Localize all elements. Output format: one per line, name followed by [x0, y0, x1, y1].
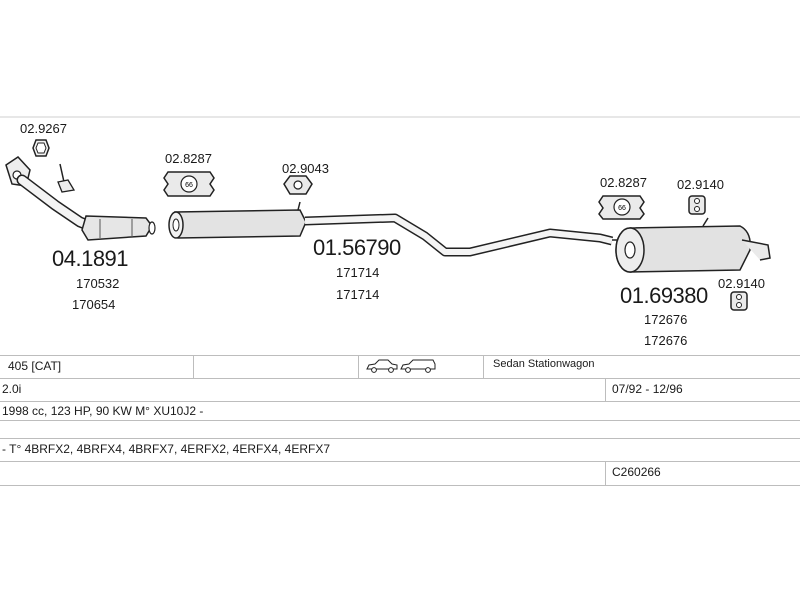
middle-ref-1: 171714	[336, 265, 380, 280]
gasket-icon	[32, 139, 50, 157]
rubber-mount-icon	[688, 195, 706, 215]
system-code-cell: C260266	[612, 465, 661, 479]
table-divider	[0, 461, 800, 462]
svg-text:66: 66	[618, 205, 626, 212]
catalyst-part	[16, 174, 156, 241]
table-divider	[605, 461, 606, 485]
table-divider	[193, 355, 194, 378]
bolt-icon	[57, 163, 76, 193]
part-number-mount-1: 02.9043	[282, 161, 329, 176]
middle-muffler-part	[168, 201, 614, 257]
table-divider	[0, 401, 800, 402]
part-number-mount-2: 02.9140	[677, 177, 724, 192]
table-divider	[0, 378, 800, 379]
part-number-rear: 01.69380	[620, 283, 708, 308]
part-number-clamp-1: 02.8287	[165, 151, 212, 166]
rubber-mount-icon	[283, 175, 313, 195]
part-number-gasket: 02.9267	[20, 121, 67, 136]
clamp-icon: 66	[163, 171, 215, 197]
part-number-middle: 01.56790	[313, 235, 401, 260]
catalyst-ref-1: 170532	[76, 276, 120, 291]
exhaust-diagram: 66 66	[0, 116, 800, 311]
table-divider	[0, 438, 800, 439]
table-divider	[358, 355, 359, 378]
model-cell: 405 [CAT]	[8, 359, 62, 373]
rear-ref-2: 172676	[644, 333, 688, 348]
middle-ref-2: 171714	[336, 287, 380, 302]
rear-ref-1: 172676	[644, 312, 688, 327]
stationwagon-car-icon	[400, 359, 436, 378]
table-divider	[605, 378, 606, 401]
body-types-cell: Sedan Stationwagon	[493, 358, 595, 370]
spec-cell: 1998 cc, 123 HP, 90 KW M° XU10J2 -	[2, 404, 204, 418]
clamp-icon: 66	[598, 195, 645, 220]
table-divider	[0, 485, 800, 486]
table-divider	[0, 355, 800, 356]
table-divider	[0, 420, 800, 421]
engine-cell: 2.0i	[2, 382, 22, 396]
table-divider	[483, 355, 484, 378]
part-number-mount-3: 02.9140	[718, 276, 765, 291]
svg-text:66: 66	[185, 182, 193, 189]
rubber-mount-icon	[730, 291, 748, 311]
catalyst-ref-2: 170654	[72, 297, 116, 312]
date-range-cell: 07/92 - 12/96	[612, 382, 683, 396]
types-cell: - T° 4BRFX2, 4BRFX4, 4BRFX7, 4ERFX2, 4ER…	[2, 442, 331, 456]
rear-muffler-part	[612, 217, 771, 273]
part-number-catalyst: 04.1891	[52, 246, 129, 271]
part-number-clamp-2: 02.8287	[600, 175, 647, 190]
sedan-car-icon	[366, 359, 398, 378]
